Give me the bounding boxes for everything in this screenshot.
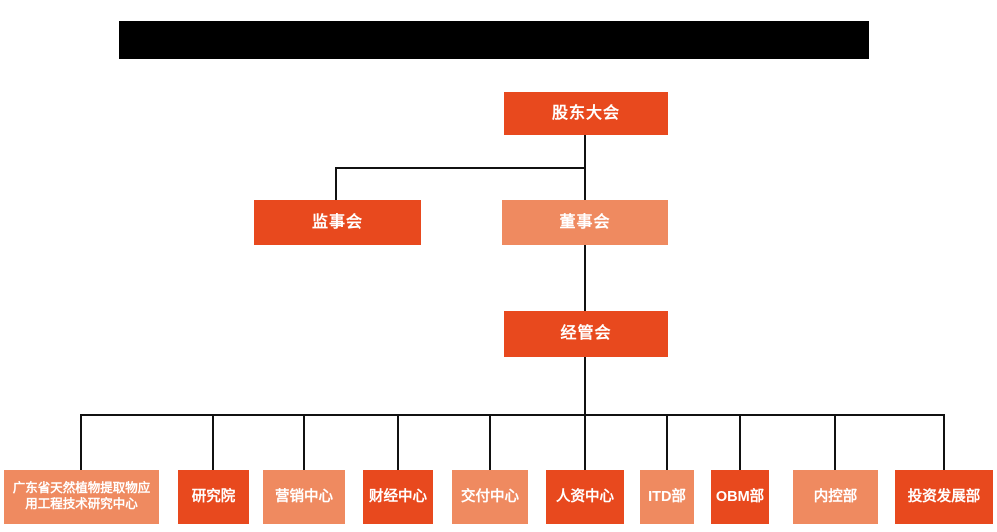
org-node-delivery-center: 交付中心 [452,470,528,524]
org-node-obm-department: OBM部 [711,470,769,524]
connector-line [739,414,741,470]
org-node-finance-center: 财经中心 [363,470,433,524]
connector-line [584,245,586,311]
redacted-title-bar [119,21,869,59]
org-node-label: 财经中心 [369,488,427,505]
org-node-label: 营销中心 [275,488,333,505]
org-node-marketing-center: 营销中心 [263,470,345,524]
org-node-label: 投资发展部 [907,488,981,505]
org-node-label: OBM部 [715,488,765,505]
org-node-label: 人资中心 [556,488,614,505]
org-node-label: 广东省天然植物提取物应用工程技术研究中心 [12,481,151,511]
connector-line [303,414,305,470]
org-node-shareholders-meeting: 股东大会 [504,92,668,135]
org-node-internal-control-department: 内控部 [793,470,878,524]
org-node-label: 股东大会 [551,104,620,122]
connector-line [397,414,399,470]
org-node-research-institute: 研究院 [178,470,249,524]
org-node-label: 监事会 [311,213,363,231]
org-node-label: 内控部 [813,488,858,505]
org-node-guangdong-research-center: 广东省天然植物提取物应用工程技术研究中心 [4,470,159,524]
org-node-itd-department: ITD部 [640,470,694,524]
connector-line [834,414,836,470]
connector-line [80,414,82,470]
connector-line [489,414,491,470]
connector-line [943,414,945,470]
org-node-label: 经管会 [560,325,612,342]
org-node-label: ITD部 [648,488,686,505]
connector-line [666,414,668,470]
connector-line [584,357,586,415]
org-node-hr-center: 人资中心 [546,470,624,524]
connector-line [584,414,586,470]
connector-line [212,414,214,470]
org-node-label: 董事会 [559,213,611,231]
connector-line [80,414,945,416]
org-node-investment-development-department: 投资发展部 [895,470,993,524]
org-node-board-of-directors: 董事会 [502,200,668,245]
org-node-label: 交付中心 [461,488,519,505]
connector-line [335,167,586,169]
connector-line [335,167,337,200]
org-node-supervisory-board: 监事会 [254,200,421,245]
org-node-label: 研究院 [191,488,236,505]
org-node-management-committee: 经管会 [504,311,668,357]
